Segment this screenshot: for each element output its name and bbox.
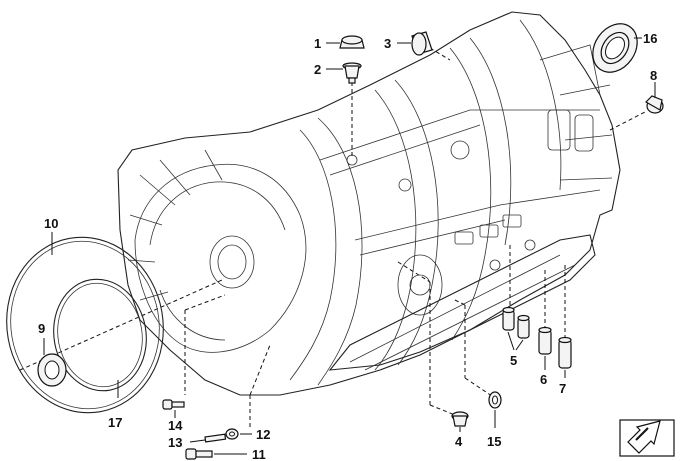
breather-valve-part: [342, 62, 362, 84]
shaft-seal-part-16: [592, 23, 638, 73]
callout-11: 11: [252, 447, 266, 461]
plug-part-4: [451, 411, 469, 427]
callout-7: 7: [559, 381, 566, 396]
o-ring-part-17: [53, 278, 147, 392]
callout-8: 8: [650, 68, 657, 83]
leader-plug-3: [429, 47, 451, 61]
leader-ring-15a: [454, 299, 466, 306]
callout-16: 16: [643, 31, 657, 46]
leader-washer-12b: [249, 344, 271, 396]
washer-part-12: [225, 428, 239, 440]
sleeve-part-5: [502, 306, 530, 339]
sealing-ring-part-15: [488, 391, 502, 409]
sleeve-part-7: [558, 336, 572, 369]
callout-3: 3: [384, 36, 391, 51]
callout-labels: 1 2 3 16 8 10 9 17 14 13 12 11 4 15 5 6 …: [38, 31, 657, 461]
leader-plug-4b: [429, 404, 456, 416]
callout-12: 12: [256, 427, 270, 442]
bolt-part-13: [204, 433, 227, 443]
callout-13: 13: [168, 435, 182, 450]
callout-leaders: [43, 37, 656, 455]
callout-2: 2: [314, 62, 321, 77]
transmission-housing: [117, 11, 621, 396]
callout-10: 10: [44, 216, 58, 231]
callout-9: 9: [38, 321, 45, 336]
bolt-part-11: [185, 448, 213, 460]
bolt-part-14: [162, 399, 185, 410]
callout-17: 17: [108, 415, 122, 430]
leader-ring-15b: [464, 377, 493, 397]
seal-part-9: [37, 353, 67, 387]
leader-plug-8: [609, 111, 646, 131]
sleeve-part-6: [538, 326, 552, 355]
callout-4: 4: [455, 434, 463, 449]
plug-part-3: [411, 31, 433, 56]
breather-cap-part: [339, 35, 365, 49]
callout-5: 5: [510, 353, 517, 368]
callout-1: 1: [314, 36, 321, 51]
gasket-plate-part-10: [6, 236, 164, 414]
callout-6: 6: [540, 372, 547, 387]
callout-15: 15: [487, 434, 501, 449]
leader-bolt-14b: [184, 294, 226, 311]
leader-plug-4a: [397, 261, 431, 283]
plug-part-8: [645, 95, 664, 114]
callout-14: 14: [168, 418, 183, 433]
nav-arrow-icon[interactable]: [619, 419, 675, 457]
leader-lines: [19, 47, 646, 430]
